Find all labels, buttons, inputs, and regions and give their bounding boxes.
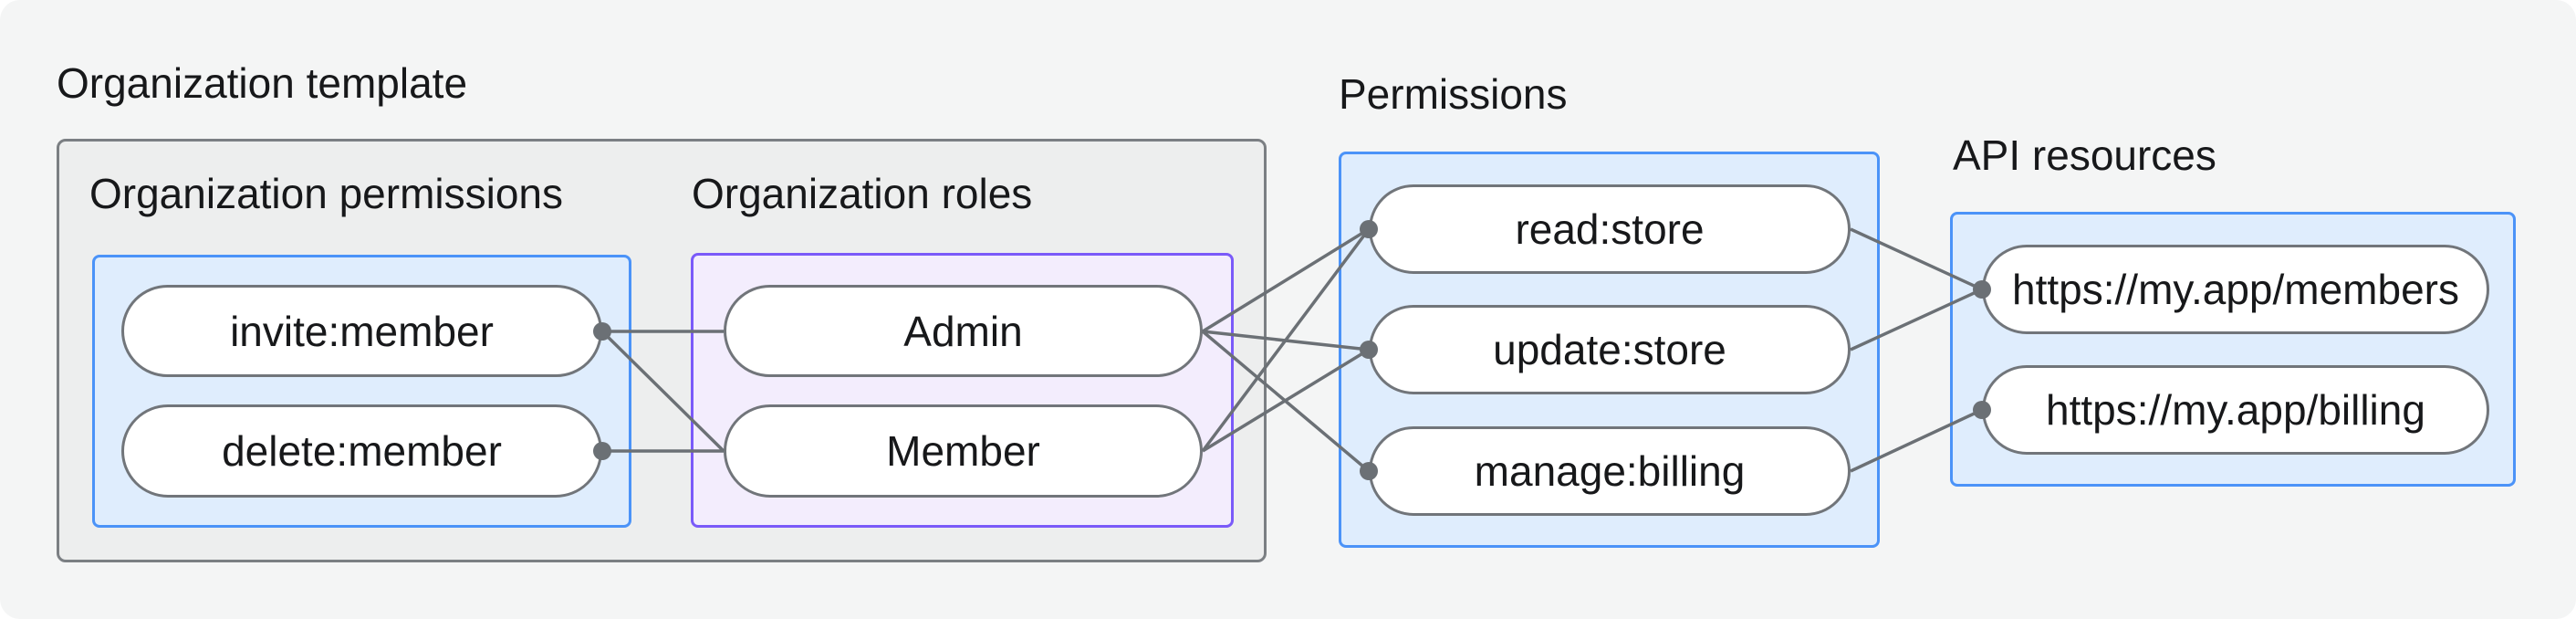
node-pill-billing-url: https://my.app/billing bbox=[1982, 365, 2489, 455]
group-label-organization-roles: Organization roles bbox=[692, 170, 1033, 217]
node-pill-read-store: read:store bbox=[1369, 184, 1851, 274]
node-pill-delete-member: delete:member bbox=[121, 404, 602, 498]
node-pill-members-url: https://my.app/members bbox=[1982, 245, 2489, 334]
node-pill-admin: Admin bbox=[724, 285, 1203, 377]
node-pill-manage-billing: manage:billing bbox=[1369, 426, 1851, 516]
group-label-api-resources: API resources bbox=[1953, 131, 2216, 179]
node-pill-invite-member: invite:member bbox=[121, 285, 602, 377]
diagram-title: Organization template bbox=[57, 59, 468, 107]
node-pill-update-store: update:store bbox=[1369, 305, 1851, 394]
node-pill-member: Member bbox=[724, 404, 1203, 498]
group-label-permissions: Permissions bbox=[1339, 70, 1568, 118]
group-label-organization-permissions: Organization permissions bbox=[89, 170, 564, 217]
